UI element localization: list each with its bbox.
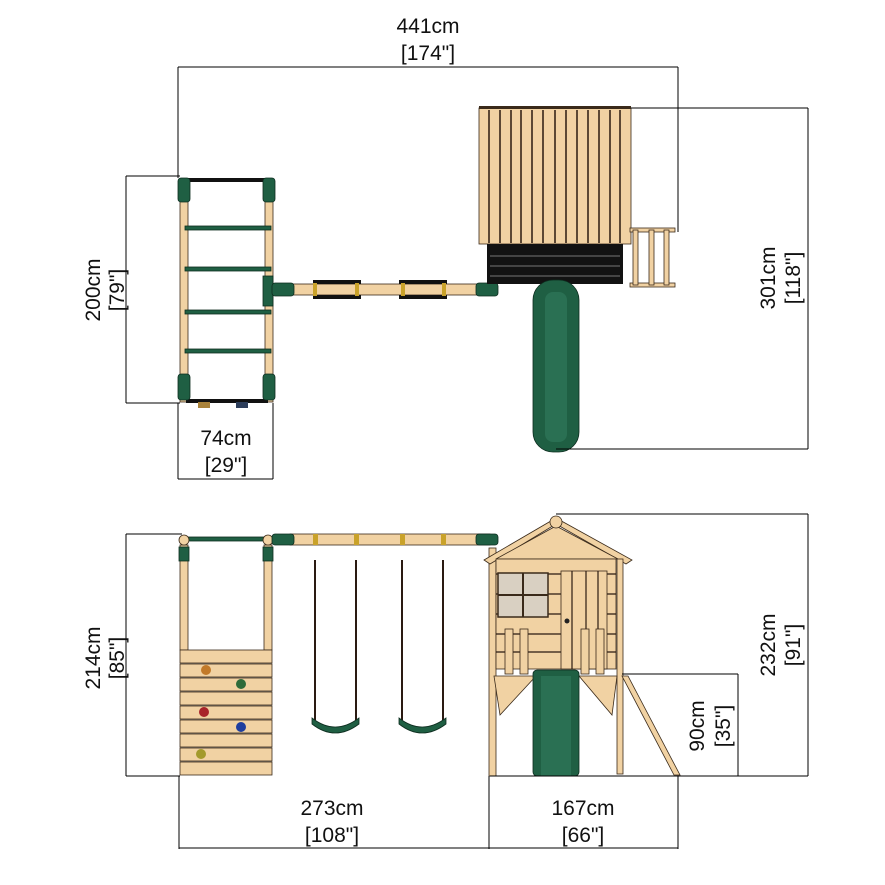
playhouse-roof-top (478, 106, 632, 284)
frame-width-cm: 74cm (200, 427, 251, 450)
swing-beam-top (271, 280, 499, 299)
dimension-playhouse-width: 167cm [66"] (489, 776, 679, 849)
swing-beam-front (271, 533, 499, 546)
climbing-hold-blue (236, 722, 246, 732)
overall-depth-in: [118"] (782, 252, 805, 305)
total-height-cm: 232cm (757, 613, 780, 676)
playhouse-width-cm: 167cm (551, 797, 614, 820)
top-view: 441cm [174"] 200cm [79"] (82, 15, 809, 480)
total-height-in: [91"] (782, 624, 805, 666)
playhouse-width-in: [66"] (562, 824, 604, 847)
swing-section-width-in: [108"] (305, 824, 359, 847)
frame-height-in: [85"] (106, 637, 129, 679)
frame-depth-cm: 200cm (82, 258, 105, 321)
slide-front (532, 669, 580, 777)
dimension-platform-height: 90cm [35"] (622, 673, 739, 776)
dimension-total-height: 232cm [91"] (490, 513, 809, 777)
dimension-frame-width: 74cm [29"] (177, 403, 274, 480)
overall-width-cm: 441cm (396, 15, 459, 38)
platform-height-in: [35"] (712, 705, 735, 747)
slide-top (532, 279, 580, 453)
swing-left (311, 560, 360, 734)
overall-width-in: [174"] (401, 42, 455, 65)
frame-depth-in: [79"] (106, 269, 129, 311)
monkey-bar-frame (177, 177, 276, 408)
climbing-hold-green (236, 679, 246, 689)
dimension-frame-depth: 200cm [79"] (82, 175, 180, 404)
climbing-hold-yellow (196, 749, 206, 759)
rock-climbing-wall (179, 649, 273, 776)
dimension-overall-depth: 301cm [118"] (556, 107, 809, 450)
climbing-wall-frame (178, 534, 274, 651)
dimension-frame-height: 214cm [85"] (82, 533, 182, 777)
climbing-hold-red (199, 707, 209, 717)
climbing-hold-orange (201, 665, 211, 675)
frame-width-in: [29"] (205, 454, 247, 477)
swing-section-width-cm: 273cm (300, 797, 363, 820)
playhouse-front (483, 515, 681, 777)
dimension-swing-section-width: 273cm [108"] (178, 776, 490, 849)
overall-depth-cm: 301cm (757, 246, 780, 309)
platform-height-cm: 90cm (686, 700, 709, 751)
swing-right (398, 560, 447, 734)
frame-height-cm: 214cm (82, 626, 105, 689)
access-ladder-top (629, 227, 676, 288)
access-ramp (621, 675, 681, 776)
dimension-overall-width: 441cm [174"] (177, 15, 679, 232)
front-view: 214cm [85"] (82, 513, 809, 849)
